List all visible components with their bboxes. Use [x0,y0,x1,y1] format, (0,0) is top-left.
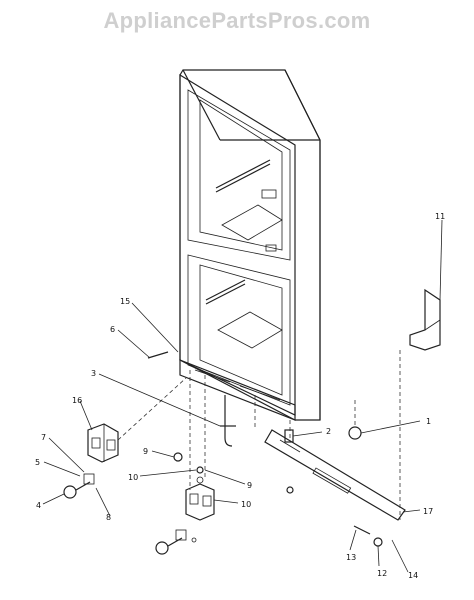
callout-12: 12 [377,569,387,578]
callout-14: 14 [408,571,418,580]
pin-part-13 [353,525,371,535]
callout-13: 13 [346,553,356,562]
callout-17: 17 [423,507,433,516]
screw-part-9b [196,466,204,474]
callout-6: 6 [110,325,115,334]
callout-3: 3 [91,369,96,378]
callout-4: 4 [36,501,41,510]
callout-11: 11 [435,212,445,221]
callout-16: 16 [72,396,82,405]
plug [286,486,294,494]
callout-7: 7 [41,433,46,442]
handle-part-11 [409,288,441,351]
callout-labels: 1 2 3 4 5 6 7 8 9 9 10 10 11 12 13 14 15… [35,212,445,580]
screw-part-9 [173,452,183,462]
callout-1: 1 [426,417,431,426]
watermark-logo: AppliancePartsPros.com [103,8,371,33]
callout-5: 5 [35,458,40,467]
cap-part-12 [373,537,383,547]
toe-grille-part-17 [264,429,406,521]
callout-15: 15 [120,297,130,306]
callout-10b: 10 [241,500,251,509]
hinge-assembly-part-16 [87,423,119,463]
screw-part-5 [147,351,169,359]
drain-tube-part-3 [224,395,233,447]
roller-part-4 [63,473,95,499]
callout-10: 10 [128,473,138,482]
roller-lower [155,529,197,555]
hinge-assembly-lower [185,476,215,521]
callout-2: 2 [326,427,331,436]
callout-8: 8 [106,513,111,522]
leveler-part-1 [348,426,362,440]
leader-lines [42,219,443,573]
cabinet [179,69,321,421]
callout-9b: 9 [247,481,252,490]
assembly-guide-lines [117,350,401,520]
callout-9: 9 [143,447,148,456]
